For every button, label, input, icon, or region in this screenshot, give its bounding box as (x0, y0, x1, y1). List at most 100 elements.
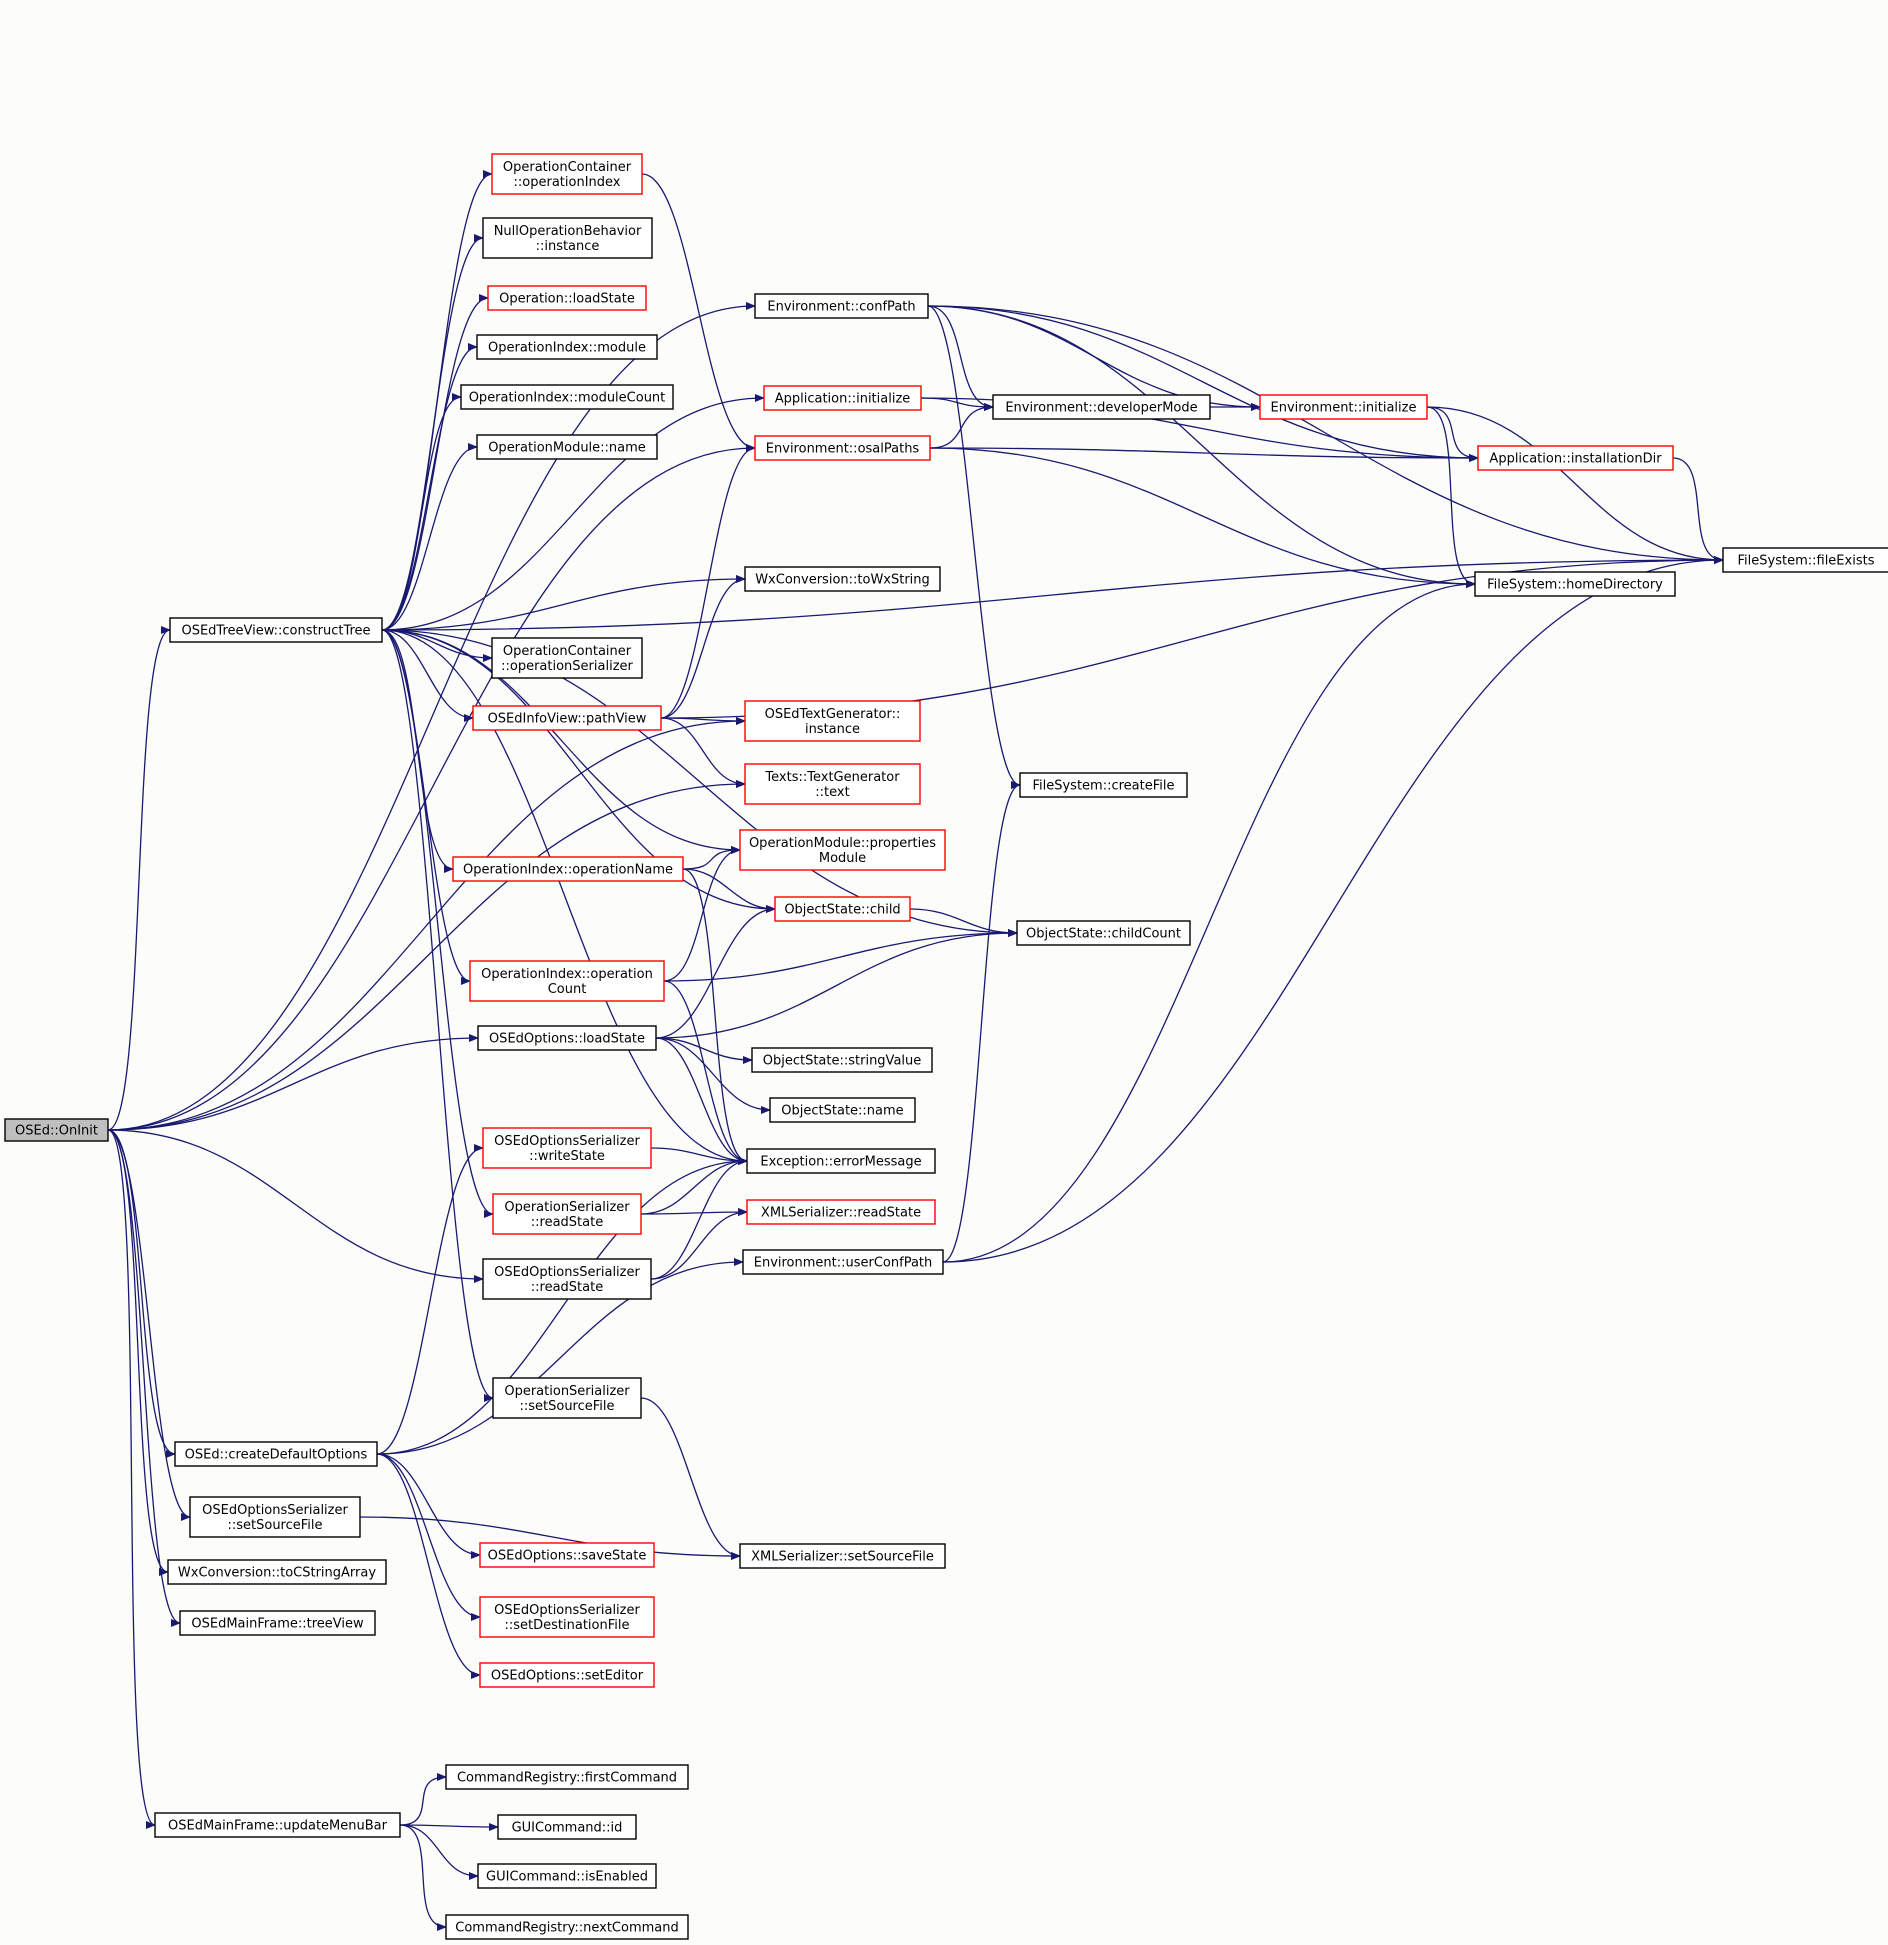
node-opSerSetSourceFile[interactable]: OperationSerializer::setSourceFile (492, 1377, 642, 1419)
node-updateMenuBar[interactable]: OSEdMainFrame::updateMenuBar (154, 1812, 401, 1838)
edge-createDefaultOptions-to-envUserConfPath (376, 1258, 744, 1455)
edge-opIndexOperationName-to-errorMessage (682, 868, 748, 1165)
node-objStateName[interactable]: ObjectState::name (769, 1097, 916, 1123)
edge-createDefaultOptions-to-optionsSaveState (376, 1453, 481, 1559)
node-xmlReadState-box (746, 1199, 936, 1225)
edge-constructTree-to-errorMessage (381, 629, 748, 1165)
node-fsFileExists-box (1722, 547, 1888, 573)
node-opModuleName[interactable]: OperationModule::name (476, 434, 658, 460)
node-envUserConfPath[interactable]: Environment::userConfPath (742, 1249, 944, 1275)
node-xmlSetSourceFile[interactable]: XMLSerializer::setSourceFile (739, 1543, 946, 1569)
node-cmdNext[interactable]: CommandRegistry::nextCommand (445, 1914, 689, 1940)
edge-opIndexOperationCount-to-opModuleProps (663, 846, 741, 982)
node-cmdFirst[interactable]: CommandRegistry::firstCommand (445, 1764, 689, 1790)
edge-optionsLoadState-to-objStateStringValue (655, 1037, 753, 1064)
node-objStateStringValue-label-0: ObjectState::stringValue (763, 1054, 922, 1069)
edge-opIndexOperationCount-to-errorMessage (663, 980, 748, 1165)
node-opContainerOpIndex[interactable]: OperationContainer::operationIndex (491, 153, 643, 195)
node-optsSerSetDest[interactable]: OSEdOptionsSerializer::setDestinationFil… (479, 1596, 655, 1638)
edge-envConfPath-to-fsCreateFile (927, 305, 1021, 789)
edge-envOsalPaths-to-fsHomeDirectory (929, 447, 1476, 588)
edge-envUserConfPath-to-fsFileExists (942, 556, 1724, 1263)
node-envUserConfPath-label-0: Environment::userConfPath (754, 1256, 933, 1271)
edge-constructTree-to-infoPathView (381, 629, 474, 722)
node-toCStringArray[interactable]: WxConversion::toCStringArray (167, 1559, 387, 1585)
node-opModuleName-box (476, 434, 658, 460)
node-opContainerSerializer[interactable]: OperationContainer::operationSerializer (491, 637, 643, 679)
node-fsCreateFile-box (1019, 772, 1188, 798)
node-xmlReadState[interactable]: XMLSerializer::readState (746, 1199, 936, 1225)
node-appInitialize[interactable]: Application::initialize (763, 385, 922, 411)
node-textGenText[interactable]: Texts::TextGenerator::text (744, 763, 921, 805)
edge-constructTree-to-opIndexOperationCount (381, 629, 471, 985)
node-createDefaultOptions[interactable]: OSEd::createDefaultOptions (174, 1441, 378, 1467)
node-envDeveloperMode-box (992, 394, 1211, 420)
node-textGenText-box (744, 763, 921, 805)
edge-envUserConfPath-to-fsCreateFile (942, 781, 1021, 1263)
node-envDeveloperMode[interactable]: Environment::developerMode (992, 394, 1211, 420)
node-guiId[interactable]: GUICommand::id (497, 1814, 637, 1840)
node-optionsSaveState[interactable]: OSEdOptions::saveState (479, 1542, 655, 1568)
edge-root-to-optionsLoadState (107, 1034, 479, 1131)
node-toCStringArray-box (167, 1559, 387, 1585)
node-optsSerWriteState[interactable]: OSEdOptionsSerializer::writeState (482, 1127, 652, 1169)
node-appInstallationDir[interactable]: Application::installationDir (1477, 445, 1674, 471)
node-optsSerReadState-label-1: ::readState (531, 1280, 603, 1295)
node-envConfPath[interactable]: Environment::confPath (754, 293, 929, 319)
node-objStateChildCount-label-0: ObjectState::childCount (1026, 927, 1181, 942)
node-infoPathView[interactable]: OSEdInfoView::pathView (472, 705, 662, 731)
node-optionsLoadState[interactable]: OSEdOptions::loadState (477, 1025, 657, 1051)
node-cmdFirst-label-0: CommandRegistry::firstCommand (457, 1771, 677, 1786)
node-root[interactable]: OSEd::OnInit (4, 1118, 109, 1142)
node-opIndexOperationName[interactable]: OperationIndex::operationName (452, 856, 684, 882)
node-textGenInstance-label-0: OSEdTextGenerator:: (765, 707, 901, 722)
node-objStateChild[interactable]: ObjectState::child (774, 896, 911, 922)
node-optsSerSetSourceFile[interactable]: OSEdOptionsSerializer::setSourceFile (189, 1496, 361, 1538)
node-objStateStringValue[interactable]: ObjectState::stringValue (751, 1047, 933, 1073)
node-cmdFirst-box (445, 1764, 689, 1790)
edge-opIndexOperationName-to-opModuleProps (682, 846, 741, 870)
node-nullOpBehavior[interactable]: NullOperationBehavior::instance (482, 217, 653, 259)
edge-infoPathView-to-textGenText (660, 717, 746, 788)
node-optionsLoadState-box (477, 1025, 657, 1051)
node-optsSerSetSourceFile-box (189, 1496, 361, 1538)
node-infoPathView-label-0: OSEdInfoView::pathView (488, 712, 647, 727)
node-optionsSetEditor-box (479, 1662, 655, 1688)
node-updateMenuBar-box (154, 1812, 401, 1838)
node-opIndexModule[interactable]: OperationIndex::module (476, 334, 658, 360)
edge-createDefaultOptions-to-optsSerWriteState (376, 1144, 484, 1455)
node-opIndexOperationName-box (452, 856, 684, 882)
node-fsHomeDirectory-label-0: FileSystem::homeDirectory (1487, 578, 1663, 593)
node-optsSerWriteState-label-1: ::writeState (529, 1149, 605, 1164)
node-envOsalPaths[interactable]: Environment::osalPaths (754, 435, 931, 461)
node-optsSerReadState[interactable]: OSEdOptionsSerializer::readState (482, 1258, 652, 1300)
edge-constructTree-to-opIndexModuleCount (381, 393, 462, 631)
node-fsHomeDirectory[interactable]: FileSystem::homeDirectory (1474, 571, 1676, 597)
node-envInitialize[interactable]: Environment::initialize (1259, 394, 1428, 420)
node-opContainerSerializer-label-1: ::operationSerializer (501, 659, 633, 674)
edge-constructTree-to-opSerSetSourceFile (381, 629, 494, 1402)
node-opModuleName-label-0: OperationModule::name (488, 441, 646, 456)
node-opIndexModuleCount[interactable]: OperationIndex::moduleCount (460, 384, 674, 410)
node-appInstallationDir-label-0: Application::installationDir (1489, 452, 1662, 467)
node-opSerReadState[interactable]: OperationSerializer::readState (492, 1193, 642, 1235)
node-objStateChildCount[interactable]: ObjectState::childCount (1016, 920, 1191, 946)
node-optionsSetEditor[interactable]: OSEdOptions::setEditor (479, 1662, 655, 1688)
node-fsFileExists[interactable]: FileSystem::fileExists (1722, 547, 1888, 573)
node-objStateName-label-0: ObjectState::name (781, 1104, 903, 1119)
node-fsHomeDirectory-box (1474, 571, 1676, 597)
node-operationLoadState[interactable]: Operation::loadState (487, 285, 647, 311)
node-textGenInstance[interactable]: OSEdTextGenerator::instance (744, 700, 921, 742)
node-opContainerOpIndex-label-0: OperationContainer (503, 160, 632, 175)
node-constructTree[interactable]: OSEdTreeView::constructTree (169, 617, 383, 643)
node-guiIsEnabled[interactable]: GUICommand::isEnabled (477, 1863, 657, 1889)
node-operationLoadState-box (487, 285, 647, 311)
node-toWxString[interactable]: WxConversion::toWxString (744, 566, 941, 592)
node-objStateChild-box (774, 896, 911, 922)
node-errorMessage[interactable]: Exception::errorMessage (746, 1148, 936, 1174)
node-fsCreateFile[interactable]: FileSystem::createFile (1019, 772, 1188, 798)
node-opSerSetSourceFile-label-1: ::setSourceFile (519, 1399, 614, 1414)
node-treeView[interactable]: OSEdMainFrame::treeView (179, 1610, 376, 1636)
